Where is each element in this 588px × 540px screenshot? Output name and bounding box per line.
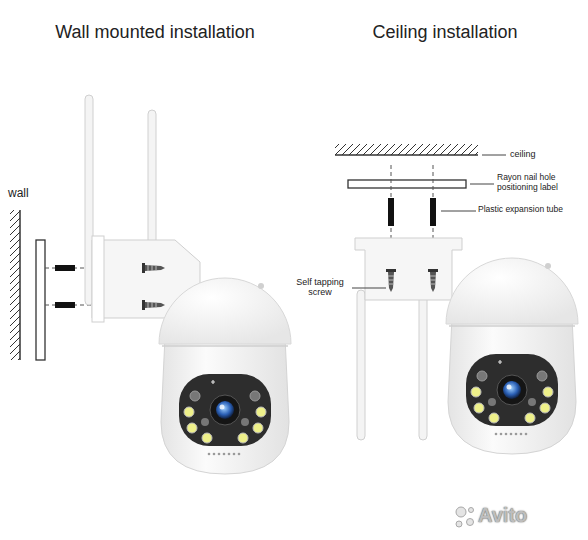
wall-hatch: [10, 210, 20, 360]
part-label: ceiling: [510, 149, 570, 159]
part-label: Rayon nail hole positioning label: [497, 173, 579, 193]
expansion-tube: [55, 265, 75, 271]
leader-line: [352, 288, 386, 289]
bracket-plate: [92, 236, 104, 322]
screw: [142, 300, 165, 310]
part-label: wall: [8, 187, 48, 201]
watermark: Avito: [478, 504, 578, 527]
wall-line: [19, 210, 21, 360]
leader-line: [470, 184, 494, 185]
antenna: [357, 290, 365, 440]
ceiling-line: [335, 154, 478, 156]
expansion-tube: [55, 302, 75, 308]
camera: [446, 258, 578, 454]
section-heading: Wall mounted installation: [20, 22, 290, 43]
camera: [159, 278, 291, 474]
antenna: [148, 110, 156, 260]
ceiling-hatch: [335, 144, 478, 155]
screw: [386, 269, 396, 292]
positioning-plate: [36, 240, 45, 360]
section-heading: Ceiling installation: [310, 22, 580, 43]
leader-line: [482, 155, 506, 156]
part-label: Plastic expansion tube: [478, 205, 584, 215]
expansion-tube: [430, 198, 436, 226]
antenna: [419, 290, 427, 440]
positioning-label: [348, 180, 466, 188]
screw: [142, 263, 165, 273]
screw: [428, 269, 438, 292]
expansion-tube: [388, 198, 394, 226]
ceiling-bracket: [355, 238, 462, 300]
part-label: Self tapping screw: [290, 277, 350, 298]
leader-line: [441, 211, 476, 212]
watermark-icon: [456, 507, 474, 527]
